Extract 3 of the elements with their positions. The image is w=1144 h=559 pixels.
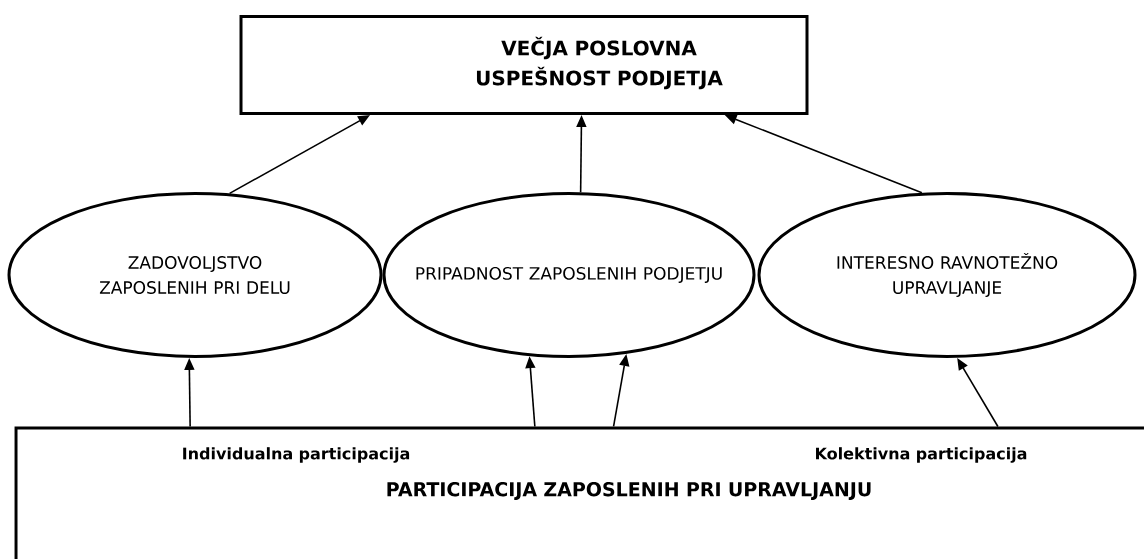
box: Individualna participacija Kolektivna participacija PARTICIPACIJA ZAPOSLENIH PRI UPRAVLJANJU xyxy=(14,426,1144,559)
box: VEČJA POSLOVNA USPEŠNOST PODJETJA xyxy=(239,15,809,115)
arrow xyxy=(228,115,370,195)
